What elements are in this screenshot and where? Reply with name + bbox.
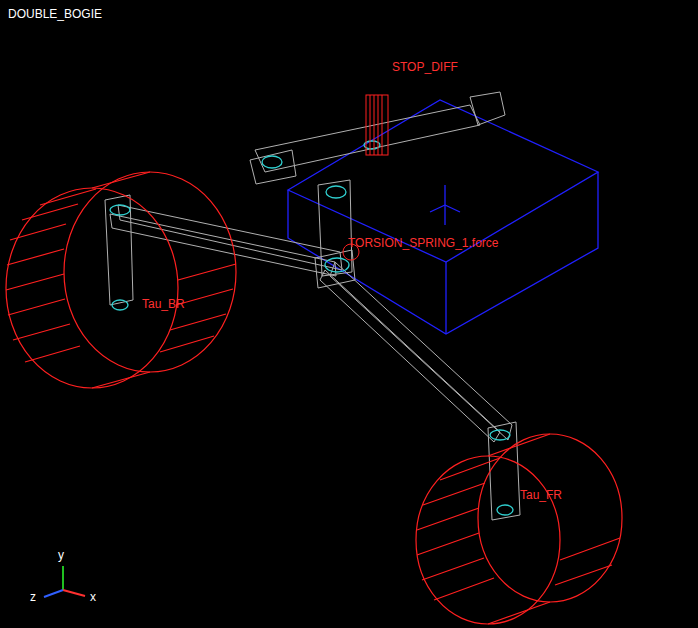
axis-label: y [58,548,64,562]
force-label: TORSION_SPRING_1.force [348,236,499,250]
torque-label: Tau_BR [142,297,185,311]
torque-label: Tau_FR [520,488,562,502]
axis-label: z [30,590,36,604]
force-label: STOP_DIFF [392,60,458,74]
window-title: DOUBLE_BOGIE [8,7,102,21]
axis-label: x [90,590,96,604]
